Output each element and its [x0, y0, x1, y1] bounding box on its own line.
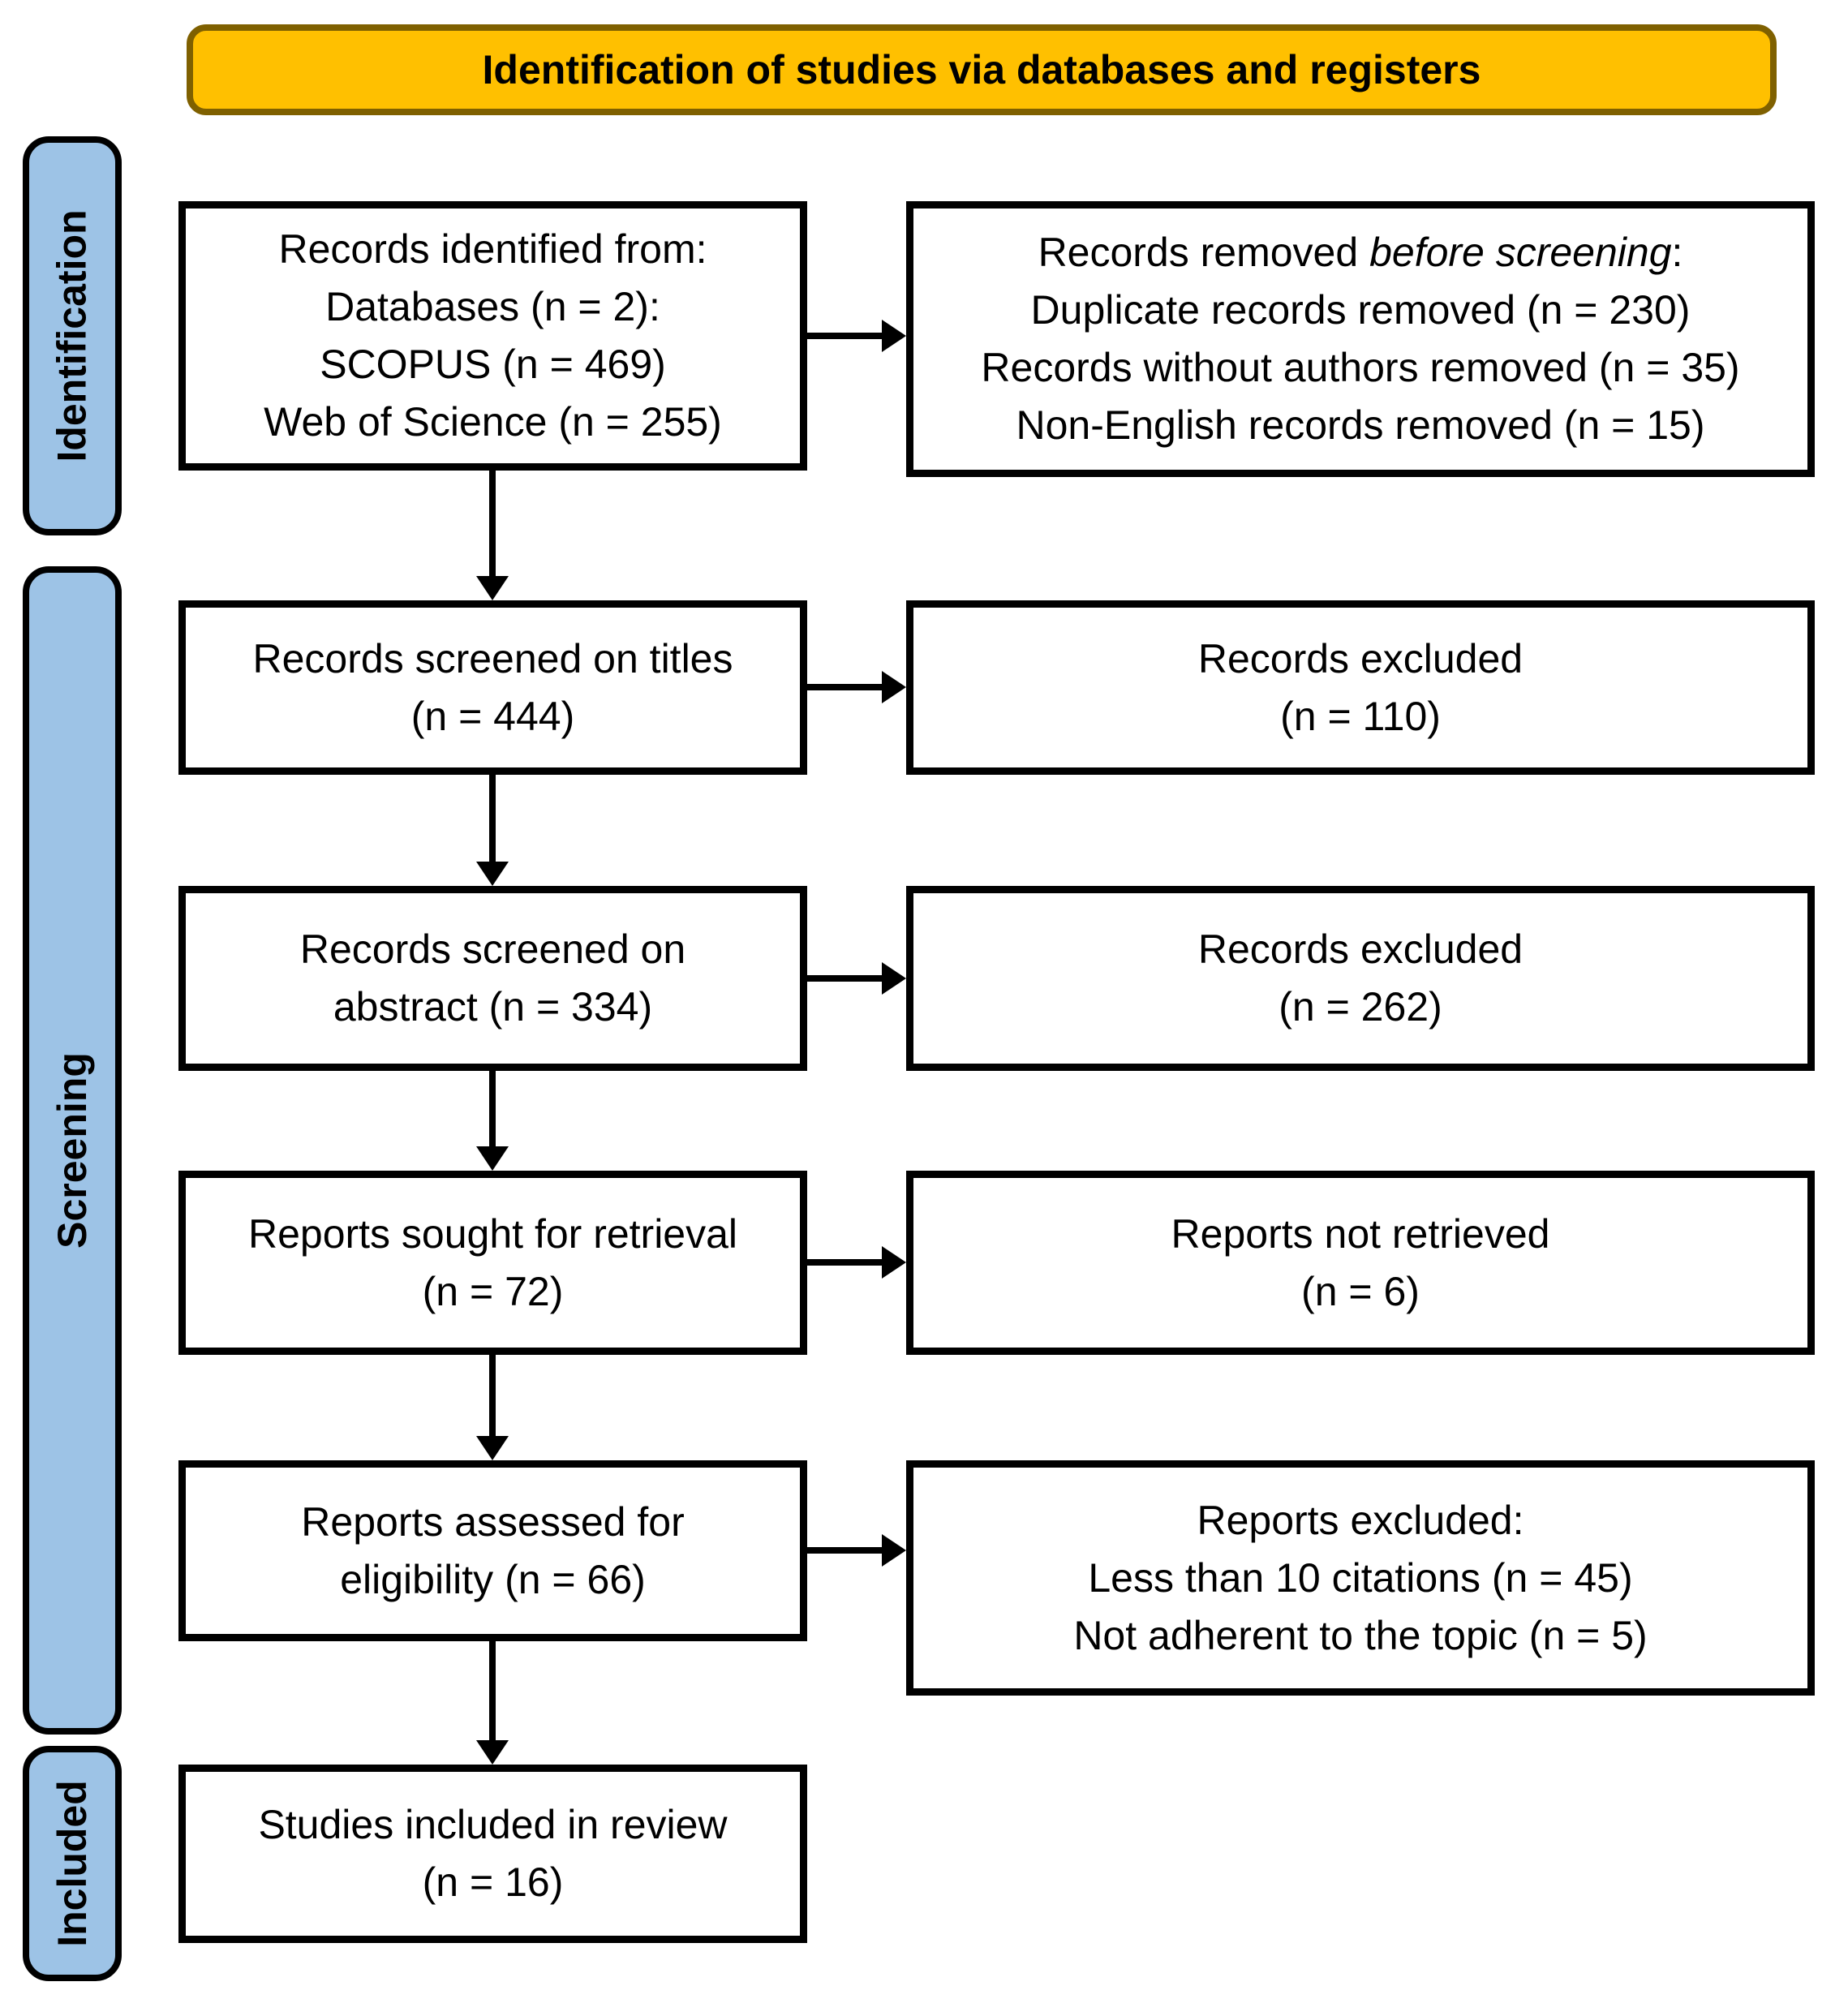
text-line: Records excluded [1197, 635, 1524, 681]
text-line: (n = 110) [1280, 693, 1441, 739]
text-line: Reports sought for retrieval [247, 1210, 738, 1257]
arrow-right-icon [807, 962, 906, 995]
text-line: Studies included in review [258, 1802, 728, 1847]
arrow-right-icon [807, 671, 906, 703]
arrow-down-icon [476, 1071, 509, 1171]
box-studies-included: Studies included in review (n = 16) [178, 1765, 807, 1943]
box-not-retrieved: Reports not retrieved (n = 6) [906, 1171, 1815, 1355]
box-excluded-abstract: Records excluded (n = 262) [906, 886, 1815, 1071]
box-reports-excluded: Reports excluded: Less than 10 citations… [906, 1460, 1815, 1696]
text-line: (n = 6) [1301, 1268, 1420, 1314]
box-records-identified: Records identified from: Databases (n = … [178, 201, 807, 471]
text-line: Less than 10 citations (n = 45) [1088, 1554, 1633, 1601]
stage-label: Screening [49, 1052, 95, 1249]
title-banner: Identification of studies via databases … [187, 24, 1777, 115]
text-line: eligibility (n = 66) [340, 1556, 646, 1602]
box-reports-assessed: Reports assessed for eligibility (n = 66… [178, 1460, 807, 1641]
text-line: Records excluded [1197, 926, 1524, 972]
text-line: Reports excluded: [1197, 1497, 1524, 1543]
page-title: Identification of studies via databases … [482, 47, 1481, 92]
arrow-down-icon [476, 775, 509, 886]
arrow-down-icon [476, 1355, 509, 1460]
text-line: (n = 262) [1279, 984, 1442, 1030]
text-line: Databases (n = 2): [325, 284, 660, 329]
text-line: Records screened on titles [252, 635, 733, 681]
box-records-removed: Records removed before screening: Duplic… [906, 201, 1815, 477]
stage-label: Included [49, 1780, 96, 1947]
text-line: Records without authors removed (n = 35) [981, 345, 1740, 390]
stage-label: Identification [49, 209, 96, 462]
text-line: Not adherent to the topic (n = 5) [1073, 1612, 1648, 1658]
stage-identification: Identification [23, 136, 122, 535]
text-line: abstract (n = 334) [333, 984, 653, 1030]
text-line: Duplicate records removed (n = 230) [1030, 287, 1691, 333]
box-excluded-titles: Records excluded (n = 110) [906, 600, 1815, 775]
text-line: Web of Science (n = 255) [264, 399, 722, 445]
text-line: (n = 16) [422, 1859, 564, 1905]
text-line: Records removed before screening: [1038, 230, 1683, 275]
arrow-right-icon [807, 320, 906, 352]
box-reports-sought: Reports sought for retrieval (n = 72) [178, 1171, 807, 1355]
text-line: Non-English records removed (n = 15) [1016, 402, 1705, 448]
box-screened-abstract: Records screened on abstract (n = 334) [178, 886, 807, 1071]
text-line: Reports not retrieved [1171, 1210, 1550, 1257]
box-screened-titles: Records screened on titles (n = 444) [178, 600, 807, 775]
arrow-down-icon [476, 1641, 509, 1765]
text-line: Reports assessed for [301, 1498, 685, 1545]
arrow-down-icon [476, 471, 509, 600]
text-line: (n = 444) [410, 693, 575, 739]
text-line: (n = 72) [422, 1268, 564, 1314]
arrow-right-icon [807, 1246, 906, 1279]
stage-included: Included [23, 1746, 122, 1981]
stage-screening: Screening [23, 566, 122, 1735]
text-line: Records identified from: [278, 226, 707, 272]
text-line: Records screened on [299, 926, 686, 972]
text-line: SCOPUS (n = 469) [320, 342, 666, 387]
arrow-right-icon [807, 1534, 906, 1567]
